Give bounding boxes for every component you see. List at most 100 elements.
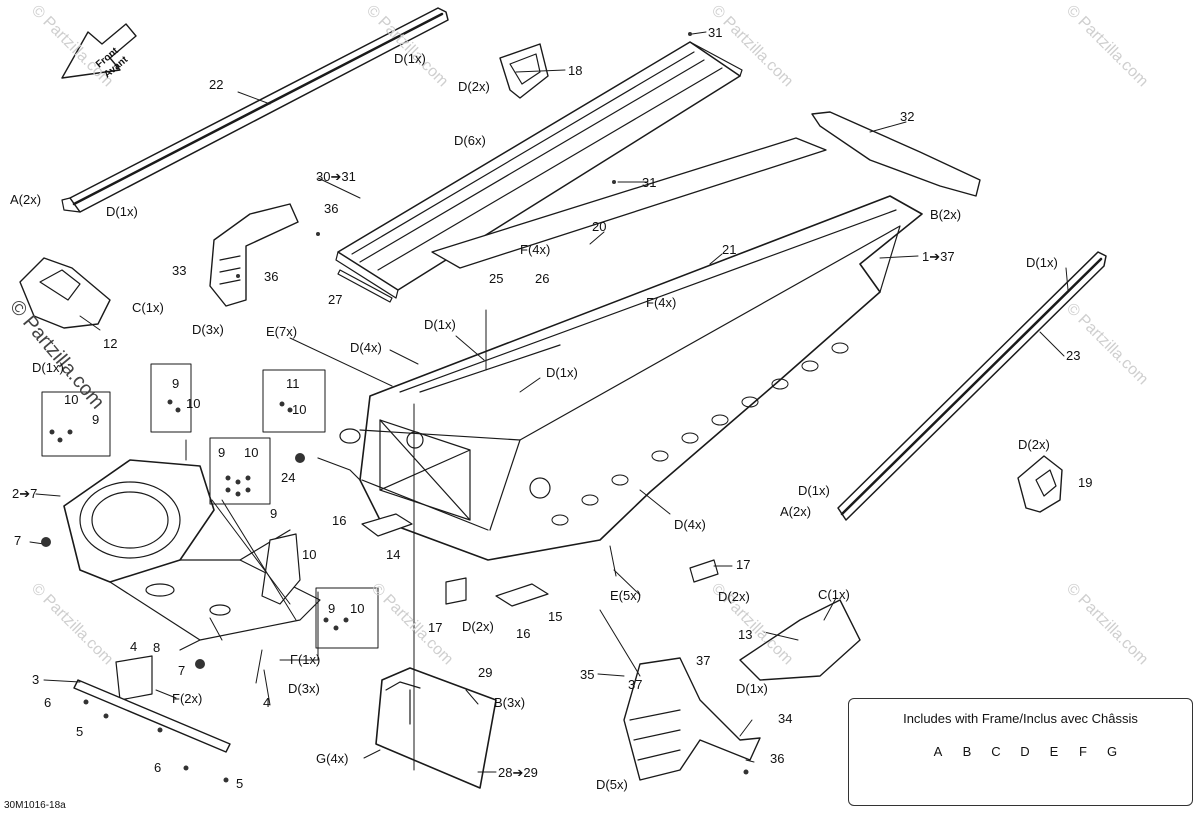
label-17: 17	[736, 557, 751, 572]
label-26: 26	[535, 271, 550, 286]
label-31: 31	[708, 25, 723, 40]
gusset-19-cutout	[1035, 469, 1057, 497]
label-16: 16	[332, 513, 347, 528]
label-d3x: D(3x)	[288, 681, 320, 696]
label-22: 22	[209, 77, 224, 92]
label-a2x: A(2x)	[10, 192, 42, 207]
gusset-19	[1017, 455, 1063, 513]
label-19: 19	[1078, 475, 1093, 490]
label-9: 9	[172, 376, 180, 391]
legend-title: Includes with Frame/Inclus avec Châssis	[903, 711, 1138, 726]
label-f1x: F(1x)	[290, 652, 321, 667]
label-18: 18	[568, 63, 583, 78]
label-10: 10	[292, 402, 307, 417]
legend-letter-e: E	[1049, 744, 1059, 759]
label-10: 10	[350, 601, 365, 616]
rail-23	[837, 251, 1107, 521]
label-33: 33	[172, 263, 187, 278]
label-23: 23	[1066, 348, 1081, 363]
brace-32	[811, 111, 981, 197]
label-4: 4	[263, 695, 271, 710]
label-27: 27	[328, 292, 343, 307]
label-d2x: D(2x)	[718, 589, 750, 604]
label-f2x: F(2x)	[172, 691, 203, 706]
label-f4x: F(4x)	[646, 295, 677, 310]
label-30-31: 30➔31	[316, 169, 356, 184]
label-11: 11	[286, 376, 300, 391]
label-15: 15	[548, 609, 563, 624]
label-34: 34	[778, 711, 793, 726]
leader-lines	[29, 31, 1069, 773]
label-b3x: B(3x)	[494, 695, 526, 710]
label-10: 10	[302, 547, 317, 562]
legend-letter-g: G	[1106, 744, 1118, 759]
label-36: 36	[324, 201, 339, 216]
fasteners	[41, 32, 749, 783]
fastener-boxes	[41, 363, 379, 649]
label-9: 9	[218, 445, 226, 460]
label-d1x: D(1x)	[546, 365, 578, 380]
label-6: 6	[44, 695, 52, 710]
label-35: 35	[580, 667, 595, 682]
label-10: 10	[244, 445, 259, 460]
label-d1x: D(1x)	[32, 360, 64, 375]
legend-letter-a: A	[933, 744, 943, 759]
label-7: 7	[14, 533, 22, 548]
label-37: 37	[696, 653, 711, 668]
label-g4x: G(4x)	[316, 751, 349, 766]
support-12	[19, 257, 111, 329]
label-c1x: C(1x)	[818, 587, 850, 602]
label-9: 9	[270, 506, 278, 521]
front-frame-2	[63, 459, 321, 651]
label-d3x: D(3x)	[192, 322, 224, 337]
label-d1x: D(1x)	[798, 483, 830, 498]
strip-27	[337, 269, 393, 303]
label-d1x: D(1x)	[424, 317, 456, 332]
label-d2x: D(2x)	[1018, 437, 1050, 452]
label-d1x: D(1x)	[106, 204, 138, 219]
label-8: 8	[153, 640, 161, 655]
label-3: 3	[32, 672, 40, 687]
legend-letter-b: B	[962, 744, 972, 759]
label-21: 21	[722, 242, 737, 257]
label-c1x: C(1x)	[132, 300, 164, 315]
label-e7x: E(7x)	[266, 324, 298, 339]
gusset-18-cutout	[509, 53, 541, 85]
tunnel-cover-30	[335, 41, 743, 299]
label-29: 29	[478, 665, 493, 680]
label-9: 9	[92, 412, 100, 427]
label-12: 12	[103, 336, 118, 351]
label-d2x: D(2x)	[458, 79, 490, 94]
upright-bracket	[261, 533, 301, 605]
tunnel-frame-1	[317, 195, 923, 561]
support-13	[739, 599, 861, 681]
label-36: 36	[264, 269, 279, 284]
fastener-legend: Includes with Frame/Inclus avec Châssis …	[848, 698, 1193, 806]
label-a2x: A(2x)	[780, 504, 812, 519]
legend-letter-d: D	[1020, 744, 1030, 759]
legend-letter-f: F	[1079, 744, 1087, 759]
plate-8	[115, 655, 153, 701]
label-9: 9	[328, 601, 336, 616]
label-e5x: E(5x)	[610, 588, 642, 603]
bracket-17a	[445, 577, 467, 605]
rail-22	[61, 7, 449, 213]
label-d1x: D(1x)	[394, 51, 426, 66]
label-d5x: D(5x)	[596, 777, 628, 792]
label-36: 36	[770, 751, 785, 766]
label-28-29: 28➔29	[498, 765, 538, 780]
label-32: 32	[900, 109, 915, 124]
label-d2x: D(2x)	[462, 619, 494, 634]
label-10: 10	[64, 392, 79, 407]
bracket-17b	[689, 559, 719, 583]
label-2-7: 2➔7	[12, 486, 38, 501]
label-d4x: D(4x)	[674, 517, 706, 532]
label-f4x: F(4x)	[520, 242, 551, 257]
diagram-code: 30M1016-18a	[4, 800, 66, 811]
gusset-18	[499, 43, 549, 99]
label-6: 6	[154, 760, 162, 775]
label-d4x: D(4x)	[350, 340, 382, 355]
label-25: 25	[489, 271, 504, 286]
